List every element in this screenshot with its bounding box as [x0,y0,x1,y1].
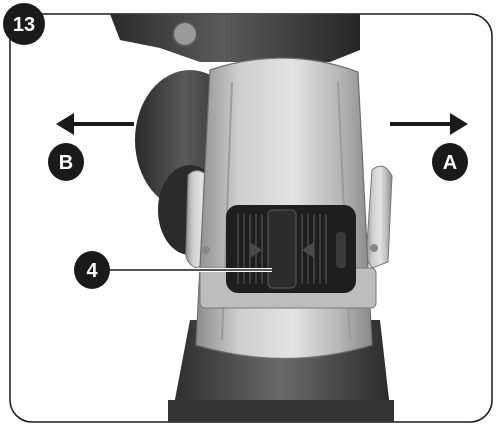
screw-right [370,244,378,252]
right-arm [365,165,393,269]
callout-right-badge: A [432,143,468,181]
callout-left-badge: B [48,143,84,181]
arrow-right [390,113,468,135]
top-mechanism [110,14,360,62]
callout-part-label: 4 [86,260,98,282]
callout-left-label: B [59,152,73,174]
top-screw [172,21,198,47]
callout-part-badge: 4 [74,251,110,289]
lock-indicator [336,232,346,268]
slide-switch [267,209,297,289]
grip-base [168,400,394,422]
switch-arrow-right [302,242,314,258]
figure-number-badge: 13 [3,3,45,45]
callout-right-label: A [443,152,457,174]
arrow-left [56,113,134,135]
switch-arrow-left [250,242,262,258]
screw-left [202,246,210,254]
figure-number: 13 [13,14,35,36]
tool-photo [110,14,394,422]
